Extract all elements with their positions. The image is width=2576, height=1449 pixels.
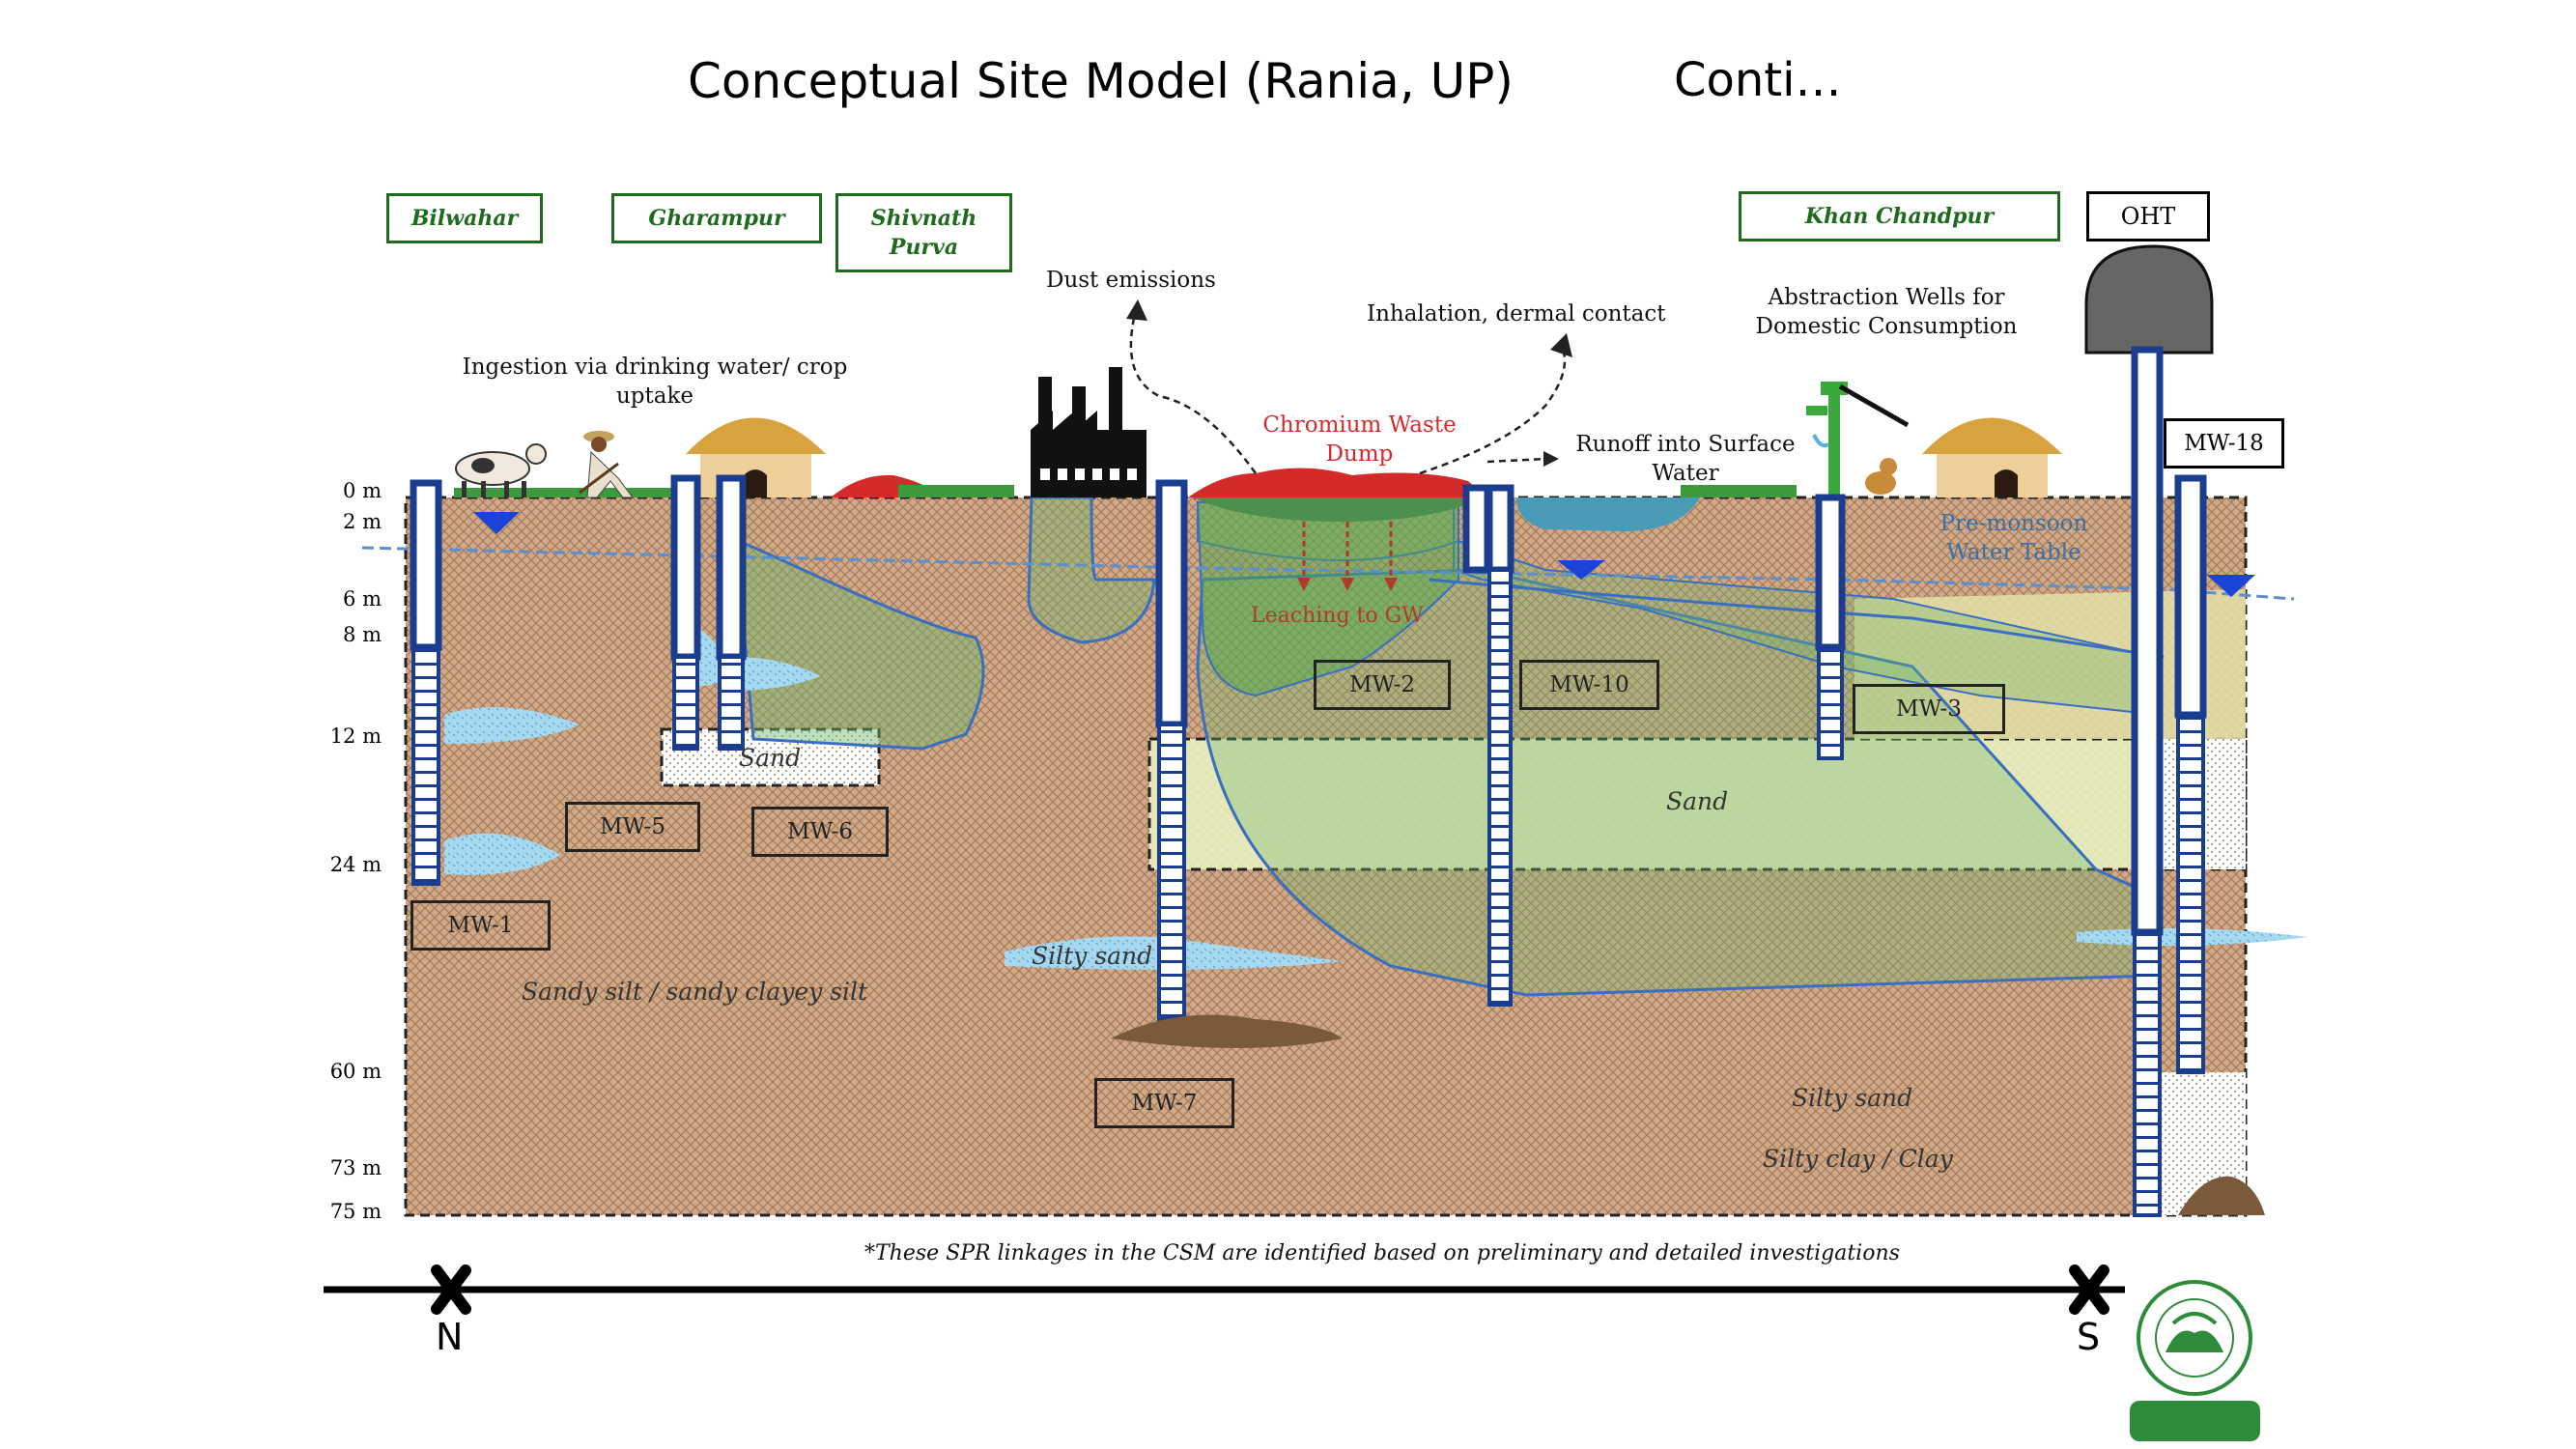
well-mw6-screen <box>718 655 745 751</box>
sand-lens-label: Sand <box>739 744 802 772</box>
depth-12m: 12 m <box>329 724 382 748</box>
village-bilwahar: Bilwahar <box>386 193 543 243</box>
village-shivnath-purva: Shivnath Purva <box>835 193 1012 272</box>
well-mw10-casing <box>1486 484 1514 574</box>
well-mw2-casing <box>1462 484 1491 574</box>
well-mw18-casing <box>2174 474 2207 719</box>
page-title: Conceptual Site Model (Rania, UP) <box>688 53 1514 109</box>
surface-water <box>1516 497 1700 531</box>
depth-73m: 73 m <box>329 1156 382 1179</box>
water-table-label: Pre-monsoon Water Table <box>1939 511 2088 565</box>
rock-pile-1 <box>1111 1014 1343 1048</box>
ingestion-label: Ingestion via drinking water/ crop uptak… <box>462 355 848 409</box>
silty-clay-label: Silty clay / Clay <box>1763 1145 1953 1173</box>
footnote: *These SPR linkages in the CSM are ident… <box>864 1241 1900 1265</box>
sandy-silt-label: Sandy silt / sandy clayey silt <box>522 978 868 1006</box>
runoff-arrowhead <box>1543 451 1559 467</box>
south-label: S <box>2077 1316 2101 1358</box>
abstraction-wells-label: Abstraction Wells for Domestic Consumpti… <box>1755 285 2018 339</box>
south-marker-icon <box>2069 1264 2109 1315</box>
water-table-line <box>361 546 2295 601</box>
mw-7-label: MW-7 <box>1094 1078 1234 1128</box>
wt-marker-2 <box>1557 560 1605 580</box>
well-oht-casing <box>2131 346 2164 936</box>
dust-arrow <box>1129 313 1258 474</box>
hand-pump-icon <box>1806 382 1910 497</box>
gw-lens-1 <box>444 707 580 744</box>
leaching-arrows <box>1297 522 1398 591</box>
factory-icon <box>1031 367 1146 497</box>
mw-5-label: MW-5 <box>565 802 700 852</box>
mw-2-label: MW-2 <box>1314 660 1451 710</box>
well-mw7-casing <box>1155 479 1188 728</box>
well-oht-screen <box>2133 930 2162 1217</box>
dump-base <box>1193 497 1487 522</box>
depth-2m: 2 m <box>343 510 382 533</box>
sand-layer-label: Sand <box>1666 787 1729 815</box>
depth-6m: 6 m <box>343 587 382 611</box>
silty-sand-label-2: Silty sand <box>1792 1084 1913 1112</box>
dog-icon <box>1865 458 1897 495</box>
mw-18-label: MW-18 <box>2164 418 2284 469</box>
wt-marker-1 <box>473 512 520 534</box>
inhalation-label: Inhalation, dermal contact <box>1367 301 1666 327</box>
well-mw5-screen <box>672 655 699 751</box>
well-mw18-screen <box>2176 713 2205 1074</box>
contaminant-plume <box>1196 568 2161 997</box>
silty-sand-label-1: Silty sand <box>1032 942 1153 970</box>
north-marker-icon <box>431 1264 471 1315</box>
oht-label: OHT <box>2086 191 2210 242</box>
depth-60m: 60 m <box>329 1060 382 1083</box>
mw-1-label: MW-1 <box>410 900 551 951</box>
mw-3-label: MW-3 <box>1853 684 2005 734</box>
well-mw6-casing <box>716 474 747 661</box>
hut-right <box>1922 417 2062 497</box>
gw-lens-2 <box>444 833 560 875</box>
dust-emissions-label: Dust emissions <box>1046 268 1216 293</box>
depth-75m: 75 m <box>329 1200 382 1223</box>
depth-0m: 0 m <box>343 479 382 502</box>
chromium-dump-label: Chromium Waste Dump <box>1262 412 1457 467</box>
leaching-label: Leaching to GW <box>1251 604 1424 628</box>
village-khan-chandpur: Khan Chandpur <box>1739 191 2060 242</box>
well-mw1-screen <box>411 645 440 886</box>
village-gharampur: Gharampur <box>611 193 822 243</box>
north-label: N <box>436 1316 464 1358</box>
well-mw3-casing <box>1815 494 1846 651</box>
inhalation-arrow <box>1419 342 1567 475</box>
well-mw5-casing <box>670 474 701 661</box>
mw-6-label: MW-6 <box>751 807 889 857</box>
inhalation-arrowhead <box>1550 333 1572 357</box>
mw-10-label: MW-10 <box>1519 660 1659 710</box>
factory-plume <box>1027 496 1156 644</box>
well-mw10-screen <box>1487 568 1513 1007</box>
chromium-dump <box>1188 468 1487 497</box>
page-subtitle: Conti… <box>1674 53 1842 107</box>
rock-pile-2 <box>2178 1176 2265 1215</box>
farmer-icon <box>579 431 634 498</box>
well-mw1-casing <box>410 479 442 651</box>
depth-8m: 8 m <box>343 623 382 646</box>
cpcb-logo-icon <box>2130 1280 2260 1441</box>
left-plume <box>737 538 985 751</box>
well-mw7-screen <box>1157 723 1186 1021</box>
runoff-label: Runoff into Surface Water <box>1575 432 1796 486</box>
oht-tank-icon <box>2084 244 2214 355</box>
depth-24m: 24 m <box>329 853 382 876</box>
village-shivnath-purva-label: Shivnath Purva <box>870 206 977 260</box>
dust-arrowhead <box>1126 299 1147 321</box>
hut-left <box>686 417 826 497</box>
cow-icon <box>455 443 547 497</box>
runoff-arrow <box>1486 457 1546 464</box>
wt-marker-3 <box>2207 575 2255 597</box>
plume-under-dump <box>1196 501 1459 697</box>
gw-lens-4 <box>734 657 821 691</box>
well-mw3-screen <box>1817 645 1844 760</box>
